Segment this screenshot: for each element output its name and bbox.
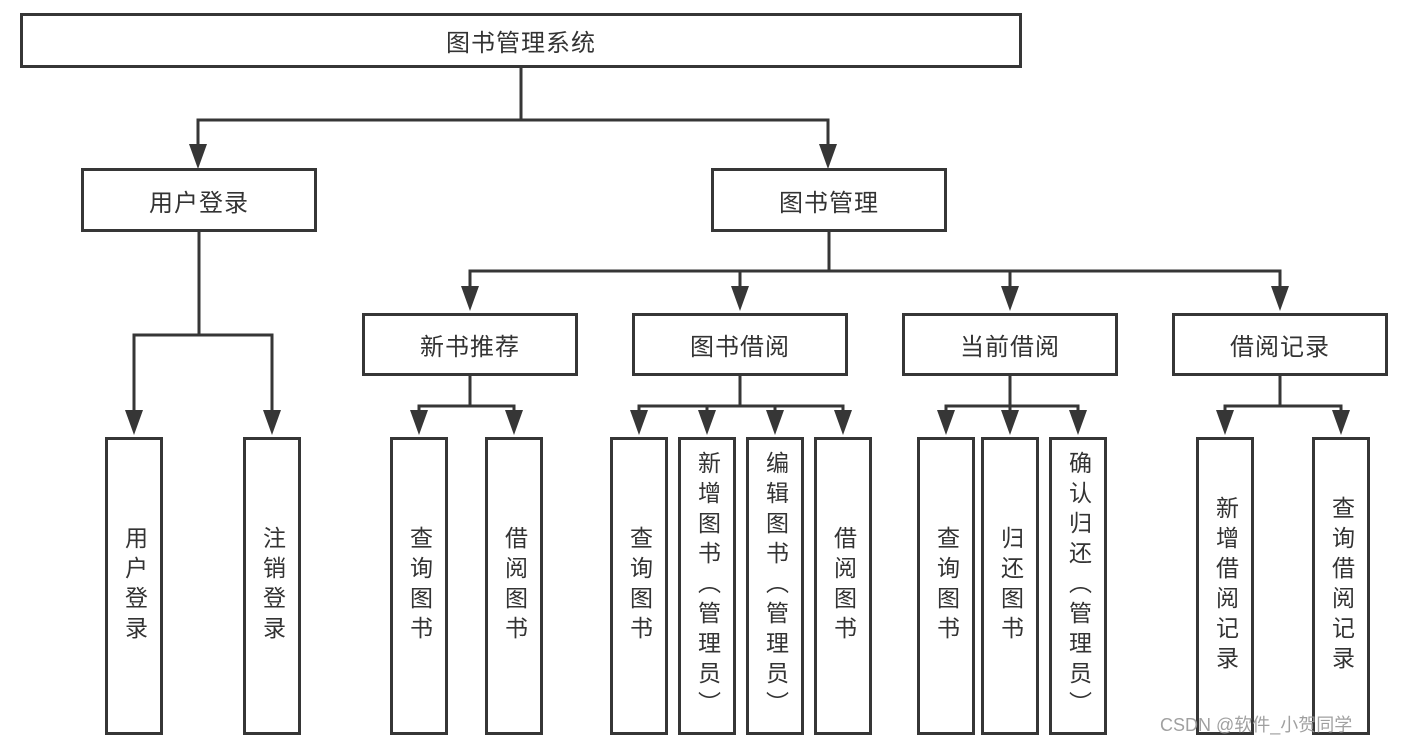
- node-book-borrowing-label: 图书借阅: [690, 334, 790, 361]
- node-current-borrowing: 当前借阅: [902, 313, 1118, 376]
- leaf-add-borrow-record-label: 新增借阅记录: [1212, 496, 1239, 676]
- node-user-login: 用户登录: [81, 168, 317, 232]
- leaf-logout: 注销登录: [243, 437, 301, 735]
- leaf-borrowing-query-book: 查询图书: [610, 437, 668, 735]
- leaf-recommend-borrow-book: 借阅图书: [485, 437, 543, 735]
- leaf-confirm-return-admin-label: 确认归还（管理员）: [1065, 451, 1092, 721]
- leaf-return-book: 归还图书: [981, 437, 1039, 735]
- leaf-edit-book-admin: 编辑图书（管理员）: [746, 437, 804, 735]
- leaf-edit-book-admin-label: 编辑图书（管理员）: [762, 451, 789, 721]
- leaf-current-query-book-label: 查询图书: [933, 526, 960, 646]
- node-root-system: 图书管理系统: [20, 13, 1022, 68]
- leaf-borrowing-query-book-label: 查询图书: [626, 526, 653, 646]
- node-new-book-recommend-label: 新书推荐: [420, 334, 520, 361]
- csdn-watermark: CSDN @软件_小贺同学: [1160, 715, 1353, 735]
- node-borrowing-records: 借阅记录: [1172, 313, 1388, 376]
- leaf-current-query-book: 查询图书: [917, 437, 975, 735]
- leaf-recommend-query-book: 查询图书: [390, 437, 448, 735]
- leaf-recommend-query-book-label: 查询图书: [406, 526, 433, 646]
- node-user-login-label: 用户登录: [149, 189, 249, 217]
- node-book-management-label: 图书管理: [779, 189, 879, 217]
- leaf-add-borrow-record: 新增借阅记录: [1196, 437, 1254, 735]
- leaf-borrow-book: 借阅图书: [814, 437, 872, 735]
- leaf-query-borrow-record: 查询借阅记录: [1312, 437, 1370, 735]
- leaf-logout-label: 注销登录: [259, 526, 286, 646]
- leaf-user-login: 用户登录: [105, 437, 163, 735]
- node-new-book-recommend: 新书推荐: [362, 313, 578, 376]
- leaf-return-book-label: 归还图书: [997, 526, 1024, 646]
- leaf-add-book-admin: 新增图书（管理员）: [678, 437, 736, 735]
- node-book-management: 图书管理: [711, 168, 947, 232]
- node-book-borrowing: 图书借阅: [632, 313, 848, 376]
- leaf-add-book-admin-label: 新增图书（管理员）: [694, 451, 721, 721]
- node-root-label: 图书管理系统: [446, 30, 596, 57]
- leaf-confirm-return-admin: 确认归还（管理员）: [1049, 437, 1107, 735]
- leaf-borrow-book-label: 借阅图书: [830, 526, 857, 646]
- leaf-query-borrow-record-label: 查询借阅记录: [1328, 496, 1355, 676]
- leaf-user-login-label: 用户登录: [121, 526, 148, 646]
- node-borrowing-records-label: 借阅记录: [1230, 334, 1330, 361]
- node-current-borrowing-label: 当前借阅: [960, 334, 1060, 361]
- leaf-recommend-borrow-book-label: 借阅图书: [501, 526, 528, 646]
